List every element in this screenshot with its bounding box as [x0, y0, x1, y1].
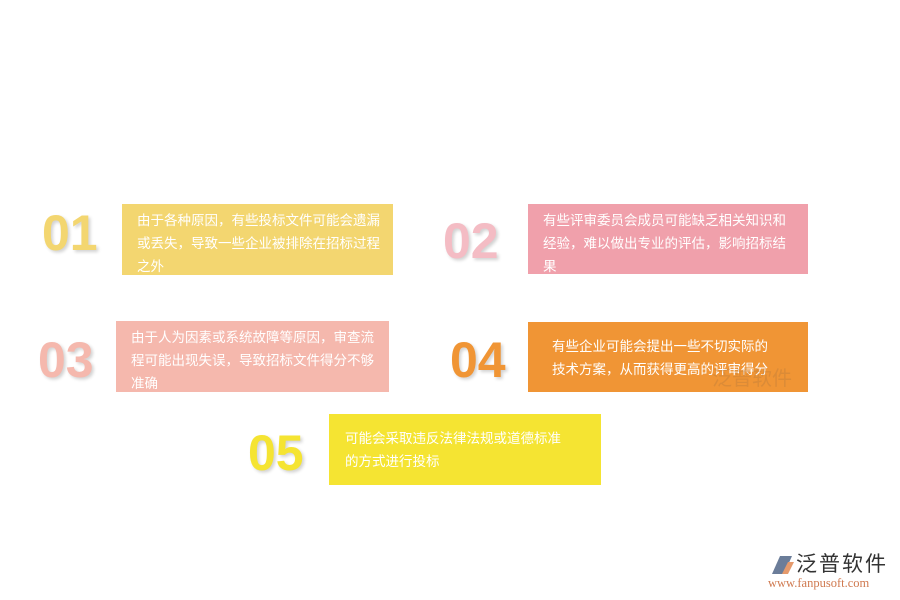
number-01: 01: [42, 205, 98, 261]
logo-url: www.fanpusoft.com: [768, 576, 870, 590]
logo-name: 泛普软件: [796, 552, 888, 576]
item-03-box: 由于人为因素或系统故障等原因，审查流程可能出现失误，导致招标文件得分不够准确: [116, 321, 389, 392]
item-05-box: 可能会采取违反法律法规或道德标准的方式进行投标: [329, 414, 601, 485]
item-04-box: 有些企业可能会提出一些不切实际的技术方案，从而获得更高的评审得分: [528, 322, 808, 392]
item-02-box: 有些评审委员会成员可能缺乏相关知识和经验，难以做出专业的评估，影响招标结果: [528, 204, 808, 275]
number-02: 02: [443, 213, 499, 269]
logo-icon: [772, 556, 794, 574]
fanpu-logo: 泛普软件 www.fanpusoft.com: [768, 552, 893, 590]
number-04: 04: [450, 332, 506, 388]
number-05: 05: [248, 425, 304, 481]
number-03: 03: [38, 332, 94, 388]
item-01-box: 由于各种原因，有些投标文件可能会遗漏或丢失，导致一些企业被排除在招标过程之外: [122, 204, 393, 275]
watermark: 泛普软件: [712, 366, 792, 390]
